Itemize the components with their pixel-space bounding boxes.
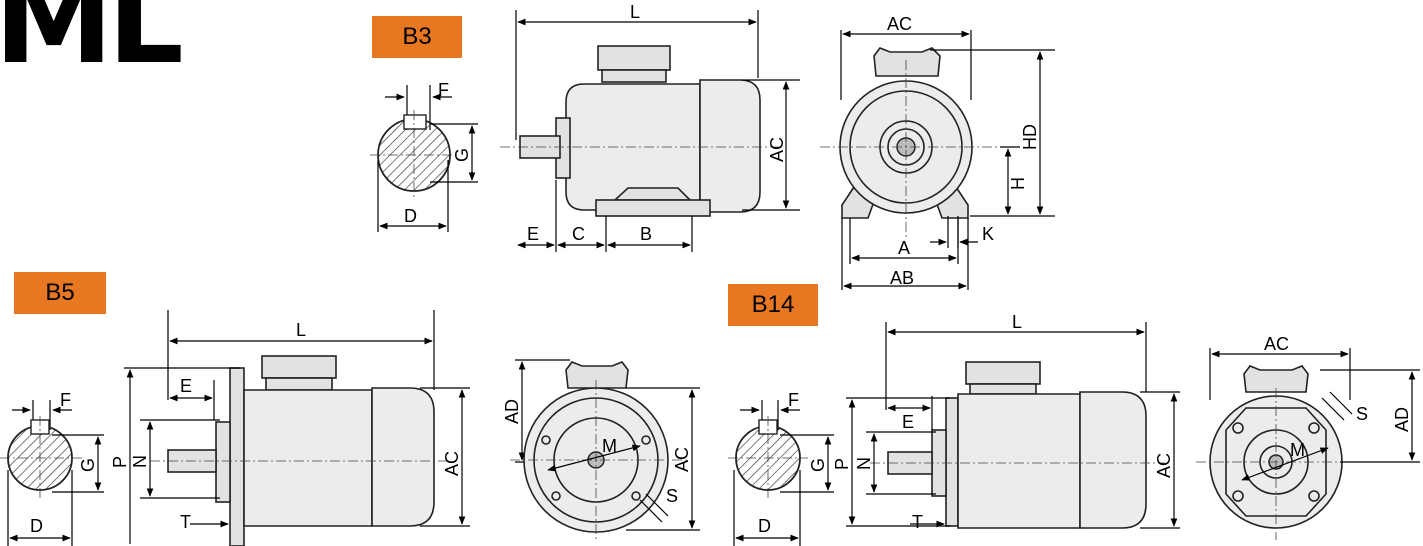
b3-dim-K: K [982, 224, 994, 244]
b5-dim-S: S [666, 486, 678, 506]
b3-label: B3 [372, 16, 462, 58]
b3-dim-F: F [438, 80, 449, 100]
b3-front-view [820, 30, 1055, 290]
b5-dim-E: E [180, 376, 192, 396]
b3-dim-L: L [630, 2, 640, 22]
b14-dim-F: F [788, 390, 799, 410]
b5-shaft-section [0, 400, 104, 546]
b3-dim-H: H [1008, 177, 1028, 190]
b5-dim-D: D [30, 516, 43, 536]
b14-dim-T: T [912, 512, 923, 532]
b3-dim-HD: HD [1020, 124, 1040, 150]
b5-dim-N: N [130, 455, 150, 468]
b5-side-view [124, 310, 470, 546]
b14-label: B14 [728, 284, 818, 326]
b14-dim-M: M [1290, 440, 1305, 460]
b5-dim-AD: AD [502, 399, 522, 424]
b14-dim-G: G [808, 458, 828, 472]
b3-dim-B: B [640, 224, 652, 244]
b5-dim-AC-side: AC [442, 451, 462, 476]
b3-dim-E: E [527, 224, 539, 244]
b5-dim-G: G [78, 458, 98, 472]
b3-dim-A: A [898, 238, 910, 258]
b14-dim-P: P [832, 458, 852, 470]
b5-dim-T: T [180, 512, 191, 532]
b5-dim-F: F [60, 390, 71, 410]
b3-shaft-section [370, 85, 478, 232]
b5-dim-AC-front: AC [672, 447, 692, 472]
b5-dim-M: M [602, 436, 617, 456]
b3-side-view [500, 10, 800, 252]
b14-dim-AD: AD [1392, 407, 1412, 432]
b3-dim-AB: AB [890, 268, 914, 288]
b14-dim-E: E [902, 412, 914, 432]
b14-side-view [846, 322, 1180, 529]
b14-dim-L: L [1012, 312, 1022, 332]
b14-dim-S: S [1356, 404, 1368, 424]
brand-logo: ML [0, 0, 184, 91]
b14-dim-AC-side: AC [1154, 453, 1174, 478]
b5-label: B5 [14, 272, 106, 314]
b14-dim-N: N [854, 457, 874, 470]
b14-dim-AC-front: AC [1264, 334, 1289, 354]
b3-dim-D: D [404, 206, 417, 226]
b14-shaft-section [728, 400, 834, 546]
b14-front-view [1196, 348, 1420, 540]
b5-dim-P: P [110, 456, 130, 468]
b3-dim-G: G [452, 148, 472, 162]
b3-dim-AC-side: AC [767, 137, 787, 162]
b3-dim-AC-front: AC [887, 14, 912, 34]
b3-dim-C: C [572, 224, 585, 244]
b14-dim-D: D [758, 516, 771, 536]
b5-front-view [510, 359, 700, 540]
b5-dim-L: L [296, 320, 306, 340]
